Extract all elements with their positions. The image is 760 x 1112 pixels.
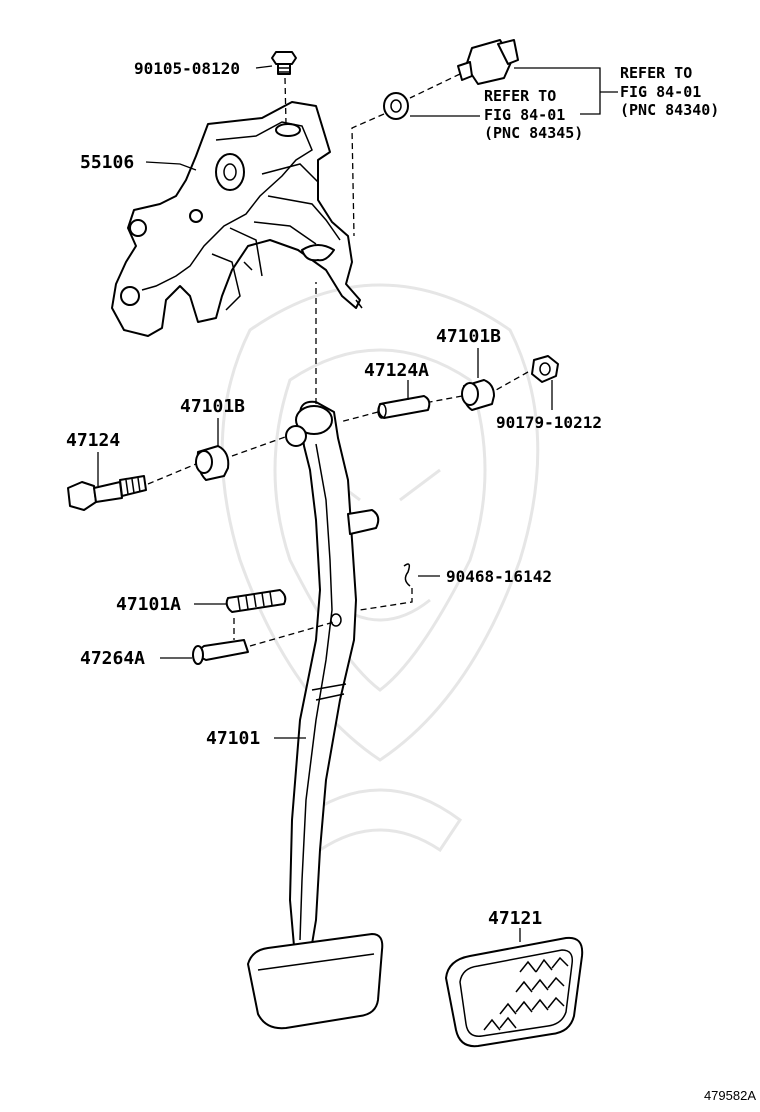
label-refer2-line1: REFER TO	[620, 64, 692, 82]
pedal-pad-47121	[445, 936, 584, 1048]
label-refer2-line3: (PNC 84340)	[620, 101, 719, 119]
bolt-47124	[67, 475, 147, 511]
figure-id: 479582A	[704, 1088, 756, 1103]
axle-line-right	[339, 371, 529, 423]
pin-47264A	[192, 618, 249, 665]
label-refer1-line3: (PNC 84345)	[484, 124, 583, 142]
label-clip: 90468-16142	[446, 567, 552, 586]
label-pedal-pad: 47121	[488, 908, 542, 929]
label-refer1-line2: FIG 84-01	[484, 106, 565, 124]
bushing-left-47101B	[195, 445, 230, 481]
label-bolt-top: 90105-08120	[134, 59, 240, 78]
collar-47124A	[377, 395, 431, 419]
pad-pattern	[483, 956, 569, 1031]
label-refer2-line2: FIG 84-01	[620, 83, 701, 101]
label-bolt: 47124	[66, 430, 120, 451]
label-bushing-right: 47101B	[436, 326, 501, 347]
label-bracket: 55106	[80, 152, 134, 173]
pin-line	[249, 621, 335, 647]
label-spring: 47101A	[116, 594, 181, 615]
nut-90179-10212	[531, 355, 559, 383]
label-pin: 47264A	[80, 648, 145, 669]
label-bushing-left: 47101B	[180, 396, 245, 417]
clip-90468-16142	[359, 563, 413, 611]
label-nut: 90179-10212	[496, 413, 602, 432]
bushing-right-47101B	[461, 379, 495, 411]
spring-47101A	[225, 589, 287, 613]
axle-line-left	[147, 435, 289, 485]
bolt-top	[271, 51, 297, 125]
label-collar: 47124A	[364, 360, 429, 381]
pedal-arm	[247, 282, 384, 1030]
bracket-assembly	[111, 101, 363, 337]
stop-lamp-switch	[351, 39, 519, 237]
label-refer1-line1: REFER TO	[484, 87, 556, 105]
label-pedal-arm: 47101	[206, 728, 260, 749]
leader-lines	[97, 65, 618, 942]
